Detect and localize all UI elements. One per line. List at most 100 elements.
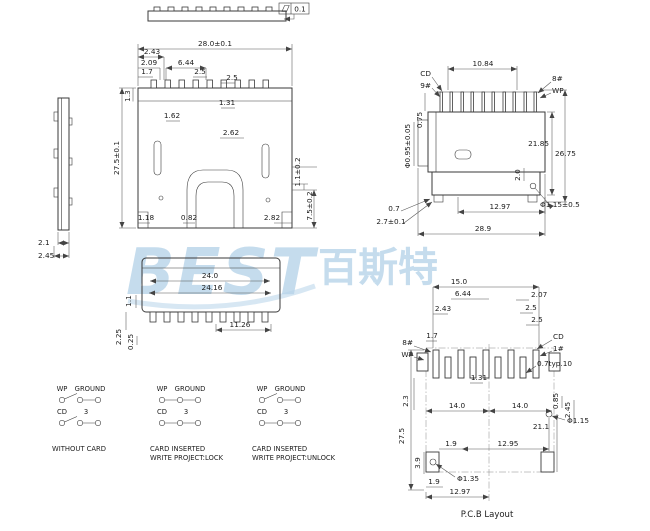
dim-6-44: 6.44 <box>455 289 472 298</box>
watermark-swoosh <box>127 283 316 310</box>
dim-0-85: 0.85 <box>551 393 560 409</box>
dim-2-09: 2.09 <box>141 58 158 67</box>
switch-ground-label: GROUND <box>75 385 106 393</box>
dim-0-75: 0.75 <box>415 112 424 128</box>
switch-3-label: 3 <box>184 408 188 416</box>
dim-2-1: 2.1 <box>38 238 50 247</box>
left-side-view: 2.1 2.45 <box>38 97 73 260</box>
switch-caption: WITHOUT CARD <box>52 445 106 453</box>
flatness-value: 0.1 <box>294 5 306 14</box>
switch-wp-label: WP <box>257 385 268 393</box>
dim-2-25: 2.25 <box>114 329 123 345</box>
dim-phi-1-35: Φ1.35 <box>457 474 479 483</box>
dim-2-5b: 2.5 <box>531 315 543 324</box>
pin-label-wp: WP <box>552 86 564 95</box>
dim-2-0: 2.0 <box>513 169 522 181</box>
switch-caption-line2: WRITE PROJECT:LOCK <box>150 454 224 462</box>
dim-27-5: 27.5 <box>397 428 406 444</box>
pin-label-cd: CD <box>420 69 431 78</box>
dim-6-44: 6.44 <box>178 58 195 67</box>
dim-1-9b: 1.9 <box>428 477 440 486</box>
switch-ground-label: GROUND <box>275 385 306 393</box>
dim-2-43: 2.43 <box>435 304 452 313</box>
switch-caption-line1: CARD INSERTED <box>252 445 307 453</box>
dim-14-0a: 14.0 <box>449 401 466 410</box>
pin-label-cd: CD <box>553 332 564 341</box>
dim-12-95: 12.95 <box>498 439 519 448</box>
switch-diagram-card-inserted-lock: WP GROUND CD 3 CARD INSERTED WRITE PROJE… <box>150 385 224 462</box>
dim-3-9: 3.9 <box>413 457 422 469</box>
pin-label-9: 9# <box>420 81 431 90</box>
watermark-brand-cjk: 百斯特 <box>318 245 438 291</box>
dim-11-26: 11.26 <box>230 320 251 329</box>
dim-7-5-tol: 7.5±0.2 <box>305 191 314 220</box>
dim-12-97: 12.97 <box>490 202 511 211</box>
switch-ground-label: GROUND <box>175 385 206 393</box>
flatness-tolerance-frame: 0.1 <box>278 2 310 22</box>
dim-12-97: 12.97 <box>450 487 471 496</box>
dim-26-75: 26.75 <box>555 149 576 158</box>
dim-0-82: 0.82 <box>181 213 197 222</box>
pcb-layout-title: P.C.B Layout <box>461 510 514 520</box>
switch-wp-label: WP <box>57 385 68 393</box>
dim-15-0: 15.0 <box>451 277 468 286</box>
dim-2-62: 2.62 <box>223 128 239 137</box>
dim-1-7: 1.7 <box>141 67 153 76</box>
switch-cd-label: CD <box>257 408 267 416</box>
dim-1-62: 1.62 <box>164 111 180 120</box>
switch-3-label: 3 <box>284 408 288 416</box>
pin-label-8: 8# <box>402 338 413 347</box>
dim-phi-1-15: Φ1.15 <box>567 416 589 425</box>
pin-label-8: 8# <box>552 74 563 83</box>
dim-1-3: 1.3 <box>123 90 132 102</box>
dim-1-31: 1.31 <box>219 98 235 107</box>
bottom-view: 24.0 24.16 11.26 1.1 2.25 0.25 <box>114 257 281 350</box>
dim-21-85: 21.85 <box>528 139 549 148</box>
dim-1-9a: 1.9 <box>445 439 457 448</box>
switch-caption-line1: CARD INSERTED <box>150 445 205 453</box>
dim-2-7: 2.7±0.1 <box>376 217 405 226</box>
dim-2-07: 2.07 <box>531 290 548 299</box>
switch-diagram-without-card: WP GROUND CD 3 WITHOUT CARD <box>52 385 106 453</box>
dim-1-1-tol: 1.1±0.2 <box>293 157 302 186</box>
dim-2-45: 2.45 <box>563 402 572 418</box>
watermark-brand: BEST <box>126 236 319 310</box>
dim-phi-0-95: Φ0.95±0.05 <box>403 124 412 168</box>
pin-label-1: 1# <box>553 344 564 353</box>
switch-wp-label: WP <box>157 385 168 393</box>
right-side-view: 10.84 CD 9# 8# WP Φ0.95±0.05 0.75 21.85 … <box>376 59 580 237</box>
switch-cd-label: CD <box>157 408 167 416</box>
dim-2-45: 2.45 <box>38 251 54 260</box>
dim-2-43: 2.43 <box>144 47 161 56</box>
pcb-layout-view: 15.0 6.44 2.07 2.43 2.5 2.5 1.7 8# WP CD… <box>397 277 589 520</box>
dim-1-31: 1.31 <box>471 373 487 382</box>
dim-14-0b: 14.0 <box>512 401 529 410</box>
switch-3-label: 3 <box>84 408 88 416</box>
dim-0-25: 0.25 <box>126 334 135 350</box>
watermark: BEST 百斯特 <box>126 236 438 310</box>
dim-10-84: 10.84 <box>473 59 494 68</box>
dim-0-7: 0.7 <box>388 204 400 213</box>
dim-2-3: 2.3 <box>401 395 410 407</box>
top-view: 0.1 <box>147 2 310 22</box>
dim-24-0: 24.0 <box>202 271 219 280</box>
dim-24-16: 24.16 <box>202 283 223 292</box>
dim-1-18: 1.18 <box>138 213 155 222</box>
dim-2-5b: 2.5 <box>226 73 238 82</box>
dim-width: 28.0±0.1 <box>198 39 232 48</box>
dim-21-1: 21.1 <box>533 422 549 431</box>
switch-caption-line2: WRITE PROJECT:UNLOCK <box>252 454 336 462</box>
dim-28-9: 28.9 <box>475 224 492 233</box>
pin-label-wp: WP <box>401 350 413 359</box>
dim-2-5a: 2.5 <box>194 67 206 76</box>
switch-cd-label: CD <box>57 408 67 416</box>
dim-1-7: 1.7 <box>426 331 438 340</box>
dim-1-1: 1.1 <box>124 295 133 307</box>
dim-2-5a: 2.5 <box>525 303 537 312</box>
dim-2-82: 2.82 <box>264 213 280 222</box>
dim-0-7-typ: 0.7typ.10 <box>537 359 572 368</box>
switch-diagram-card-inserted-unlock: WP GROUND CD 3 CARD INSERTED WRITE PROJE… <box>252 385 336 462</box>
front-view: 28.0±0.1 2.43 2.09 6.44 1.7 2.5 2.5 1.3 … <box>112 39 317 229</box>
